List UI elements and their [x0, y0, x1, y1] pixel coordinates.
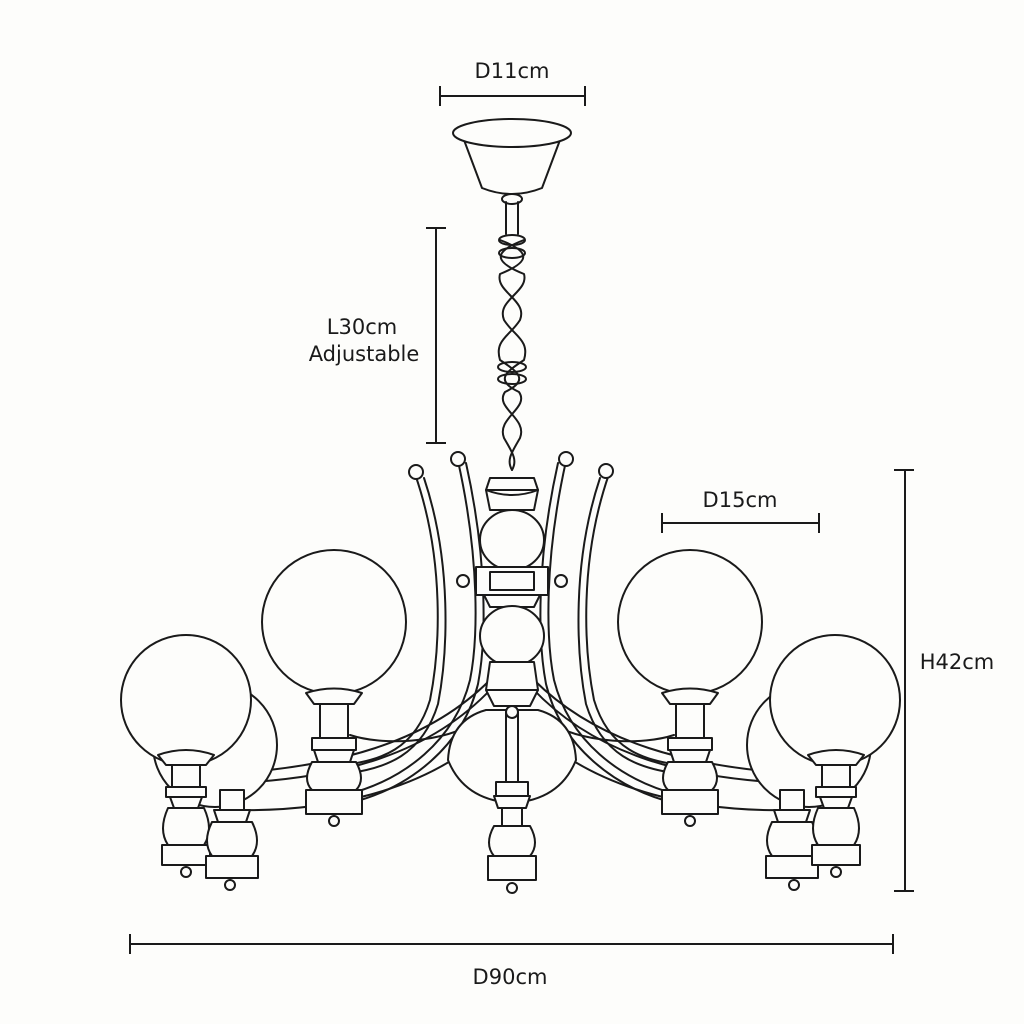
rod-note-label: Adjustable [309, 342, 420, 366]
holder-mid-left [305, 687, 363, 827]
ceiling-canopy [452, 118, 572, 205]
globe-diameter-label: D15cm [703, 488, 778, 512]
twisted-rod [497, 201, 527, 471]
back-globe-center [447, 709, 577, 804]
dimension-height: H42cm [894, 469, 995, 892]
holder-back-left [205, 789, 259, 891]
holder-outer-left [157, 749, 215, 878]
dimension-overall: D90cm [129, 934, 894, 989]
overall-diameter-label: D90cm [473, 965, 548, 989]
holder-mid-right [661, 687, 719, 827]
central-column [456, 477, 568, 707]
rod-length-label: L30cm [327, 315, 397, 339]
holder-outer-right [807, 749, 865, 878]
canopy-diameter-label: D11cm [475, 59, 550, 83]
globe-outer-right [769, 634, 901, 766]
dimension-rod: L30cm Adjustable [309, 227, 446, 444]
globe-outer-left [120, 634, 252, 766]
holder-center [487, 705, 537, 894]
height-label: H42cm [920, 650, 995, 674]
globe-mid-left [261, 549, 407, 695]
dimension-canopy: D11cm [439, 59, 586, 106]
holder-back-right [765, 789, 819, 891]
globe-mid-right [617, 549, 763, 695]
dimension-globe: D15cm [661, 488, 820, 533]
